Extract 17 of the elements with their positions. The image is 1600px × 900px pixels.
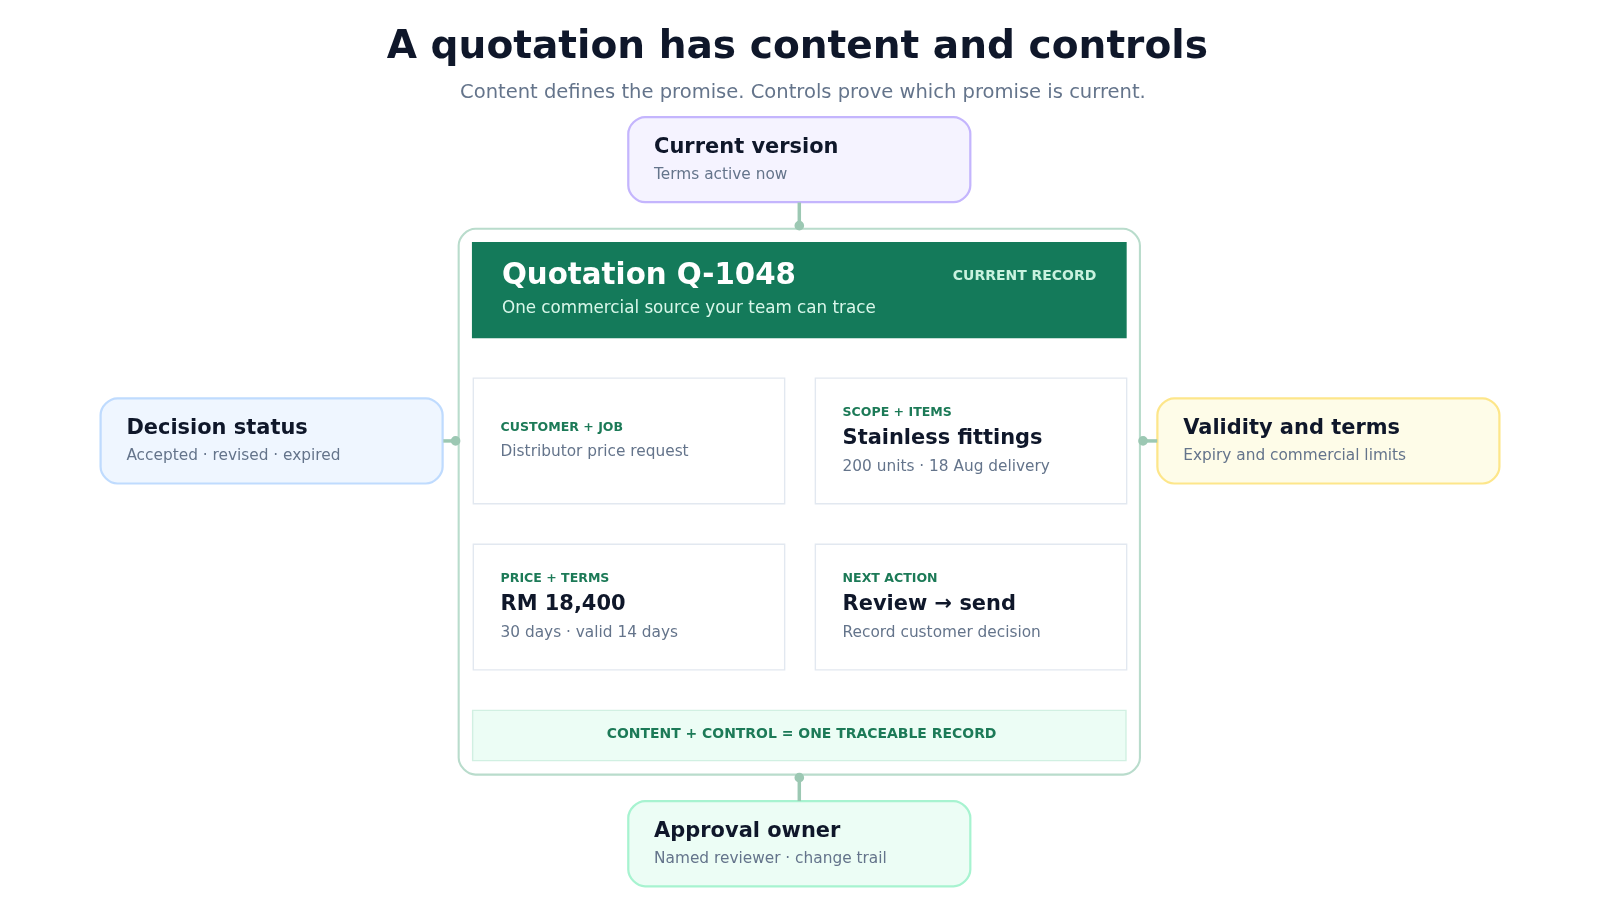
node-box: Validity and terms Expiry and commercial limits (1156, 397, 1501, 485)
node-box: PRICE + TERMS RM 18,400 30 days · valid 14 days (472, 543, 786, 671)
diagram-title: A quotation has content and controls (386, 21, 1208, 67)
node-box: CUSTOMER + JOB Distributor price request (472, 377, 786, 505)
connector (1138, 436, 1158, 446)
connector (443, 436, 461, 446)
connector (794, 772, 805, 802)
node-box: Current version Terms active now (627, 115, 972, 204)
node-box: CONTENT + CONTROL = ONE TRACEABLE RECORD (471, 709, 1127, 762)
node-box: Approval owner Named reviewer · change trail (627, 800, 972, 888)
cluster (457, 227, 1141, 776)
node-box: SCOPE + ITEMS Stainless fittings 200 units · 18 Aug delivery (814, 377, 1128, 505)
node-box: Decision status Accepted · revised · expired (99, 397, 444, 485)
node-box: Quotation Q-1048 CURRENT RECORD One commercial source your team can trace (471, 242, 1127, 339)
connector (794, 202, 805, 231)
caption: Content defines the promise. Controls prove which promise is current. (460, 79, 1146, 103)
node-box: NEXT ACTION Review → send Record customer decision (814, 543, 1128, 671)
